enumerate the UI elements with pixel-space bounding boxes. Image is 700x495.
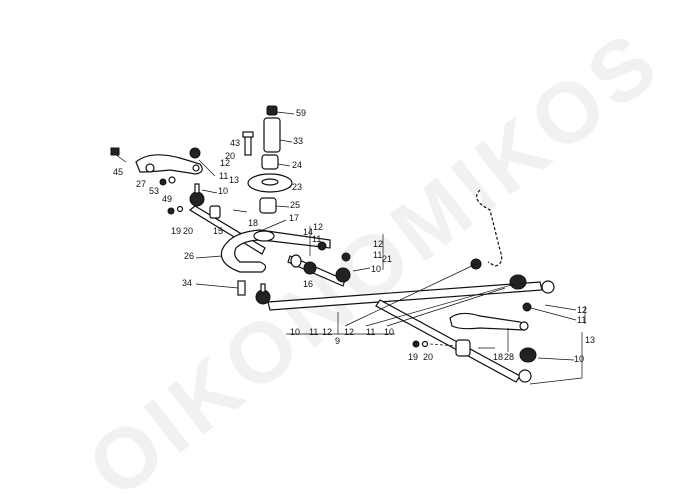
- callout-label: 20: [225, 151, 236, 161]
- callout-label: 11: [312, 234, 322, 244]
- center-rod-9: [267, 280, 555, 311]
- callout-label: 45: [113, 167, 124, 177]
- tie-rod-end-right: [518, 369, 532, 383]
- pin-33: [263, 117, 281, 153]
- boot-10: [509, 274, 527, 290]
- nut-11: [189, 147, 201, 159]
- bolt-34: [237, 280, 246, 296]
- callout-label: 53: [149, 186, 160, 196]
- nut-19: [167, 207, 175, 215]
- tie-rod-16: [287, 254, 346, 287]
- nut-49: [168, 176, 176, 184]
- tie-rod-end-10b: [335, 267, 351, 283]
- nut-11a: [317, 241, 327, 251]
- tie-rod-end-center-left: [255, 283, 271, 305]
- callout-label: 10: [290, 327, 301, 337]
- callout-label: 12: [373, 239, 384, 249]
- callout-label: 24: [292, 160, 303, 170]
- bushing-59: [266, 105, 278, 116]
- callout-label: 12: [313, 222, 324, 232]
- steering-arm-outline: [476, 189, 503, 267]
- callout-label: 26: [184, 251, 195, 261]
- callout-label: 11: [373, 250, 383, 260]
- callout-label: 12: [322, 327, 333, 337]
- bracket-23: [247, 173, 293, 193]
- callout-label: 33: [293, 136, 304, 146]
- callout-label: 12: [220, 158, 231, 168]
- tie-rod-end-10a: [303, 261, 317, 275]
- callout-label: 11: [219, 171, 229, 181]
- callout-label: 17: [289, 213, 300, 223]
- bolt-45: [110, 147, 127, 163]
- washer-53: [159, 178, 167, 186]
- callout-label: 19: [171, 226, 182, 236]
- idler-arm-26: [220, 229, 331, 273]
- idler-arm-28: [449, 312, 529, 331]
- callout-label: 21: [382, 254, 393, 264]
- clamp-15: [209, 205, 221, 219]
- leader-lines: [195, 111, 586, 385]
- callout-label: 27: [136, 179, 147, 189]
- bushing-24: [261, 154, 279, 170]
- callout-label: 13: [585, 335, 596, 345]
- tie-rod-right: [375, 299, 521, 383]
- callout-label: 18: [493, 352, 504, 362]
- callout-label: 10: [371, 264, 382, 274]
- nut-19b: [412, 340, 420, 348]
- callout-label: 16: [303, 279, 314, 289]
- callout-label: 14: [303, 227, 314, 237]
- pitman-arm-27: [135, 154, 203, 175]
- callout-label: 10: [574, 354, 585, 364]
- boot-10c: [519, 347, 537, 363]
- callout-label: 15: [213, 226, 224, 236]
- callout-label: 18: [248, 218, 259, 228]
- callout-label: 13: [229, 175, 240, 185]
- washer-20: [176, 205, 184, 213]
- callout-label: 10: [384, 327, 395, 337]
- callout-label: 23: [292, 182, 303, 192]
- callout-label: 19: [408, 352, 419, 362]
- nut-11b: [341, 252, 351, 262]
- callout-label: 20: [423, 352, 434, 362]
- callout-label: 59: [296, 108, 307, 118]
- nut-11c: [522, 302, 532, 312]
- bolt-43: [242, 131, 254, 156]
- callout-label: 28: [504, 352, 515, 362]
- callout-label: 12: [577, 305, 588, 315]
- washer-20b: [421, 340, 429, 348]
- callout-label: 20: [183, 226, 194, 236]
- callout-label: 11: [366, 327, 376, 337]
- callout-label: 49: [162, 194, 173, 204]
- callout-label: 9: [335, 336, 341, 346]
- callout-label: 11: [577, 315, 587, 325]
- callout-label: 12: [344, 327, 355, 337]
- callout-label: 25: [290, 200, 301, 210]
- callout-label: 34: [182, 278, 193, 288]
- bushing-25: [259, 197, 277, 214]
- callout-label: 10: [218, 186, 229, 196]
- bolt-18: [232, 209, 248, 213]
- callout-label: 43: [230, 138, 241, 148]
- callout-label: 11: [309, 327, 319, 337]
